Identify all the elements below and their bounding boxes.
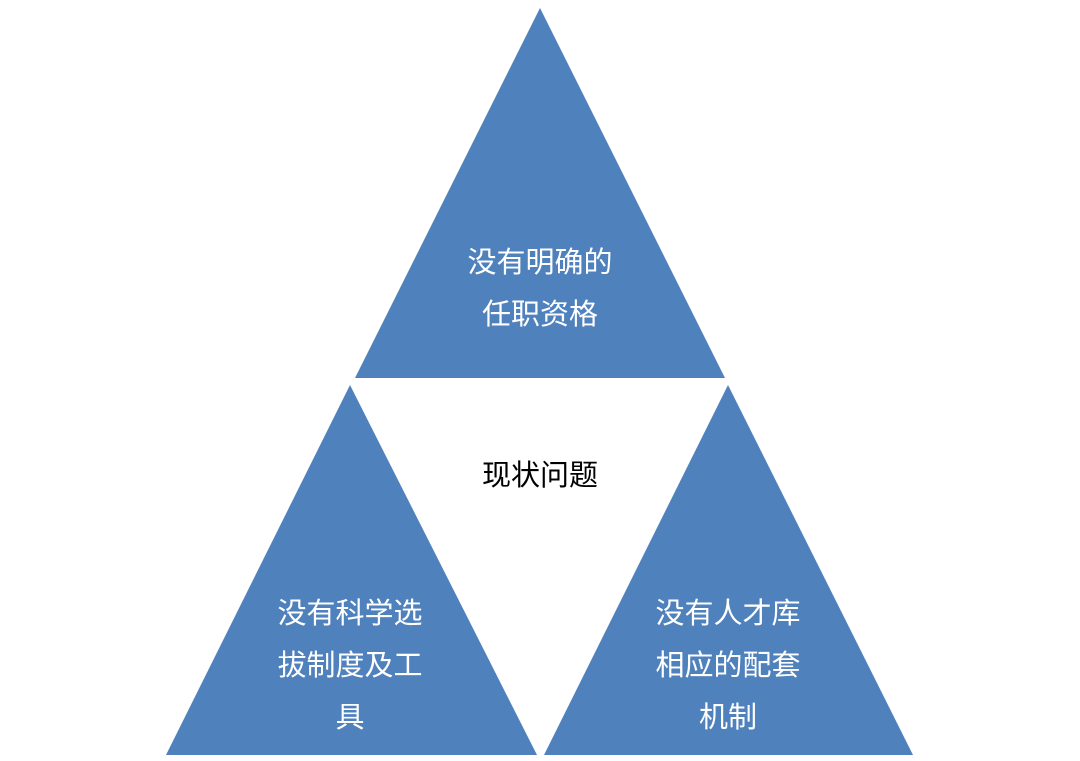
label-line: 没有科学选 (277, 596, 423, 630)
triangle-bottom-left-label: 没有科学选 拔制度及工 具 (230, 587, 470, 743)
label-line: 拔制度及工 (277, 648, 423, 682)
label-line: 没有明确的 (467, 245, 613, 279)
label-line: 任职资格 (481, 297, 598, 331)
triangle-top-label: 没有明确的 任职资格 (420, 236, 660, 340)
label-line: 具 (335, 700, 365, 734)
triangle-bottom-left (166, 385, 537, 755)
label-line: 没有人才库 (655, 596, 801, 630)
label-line: 相应的配套 (655, 648, 801, 682)
triangle-top (355, 8, 725, 378)
triangle-bottom-right (544, 385, 913, 755)
label-line: 机制 (698, 700, 757, 734)
triangle-bottom-right-label: 没有人才库 相应的配套 机制 (608, 587, 848, 743)
center-label: 现状问题 (481, 458, 598, 492)
